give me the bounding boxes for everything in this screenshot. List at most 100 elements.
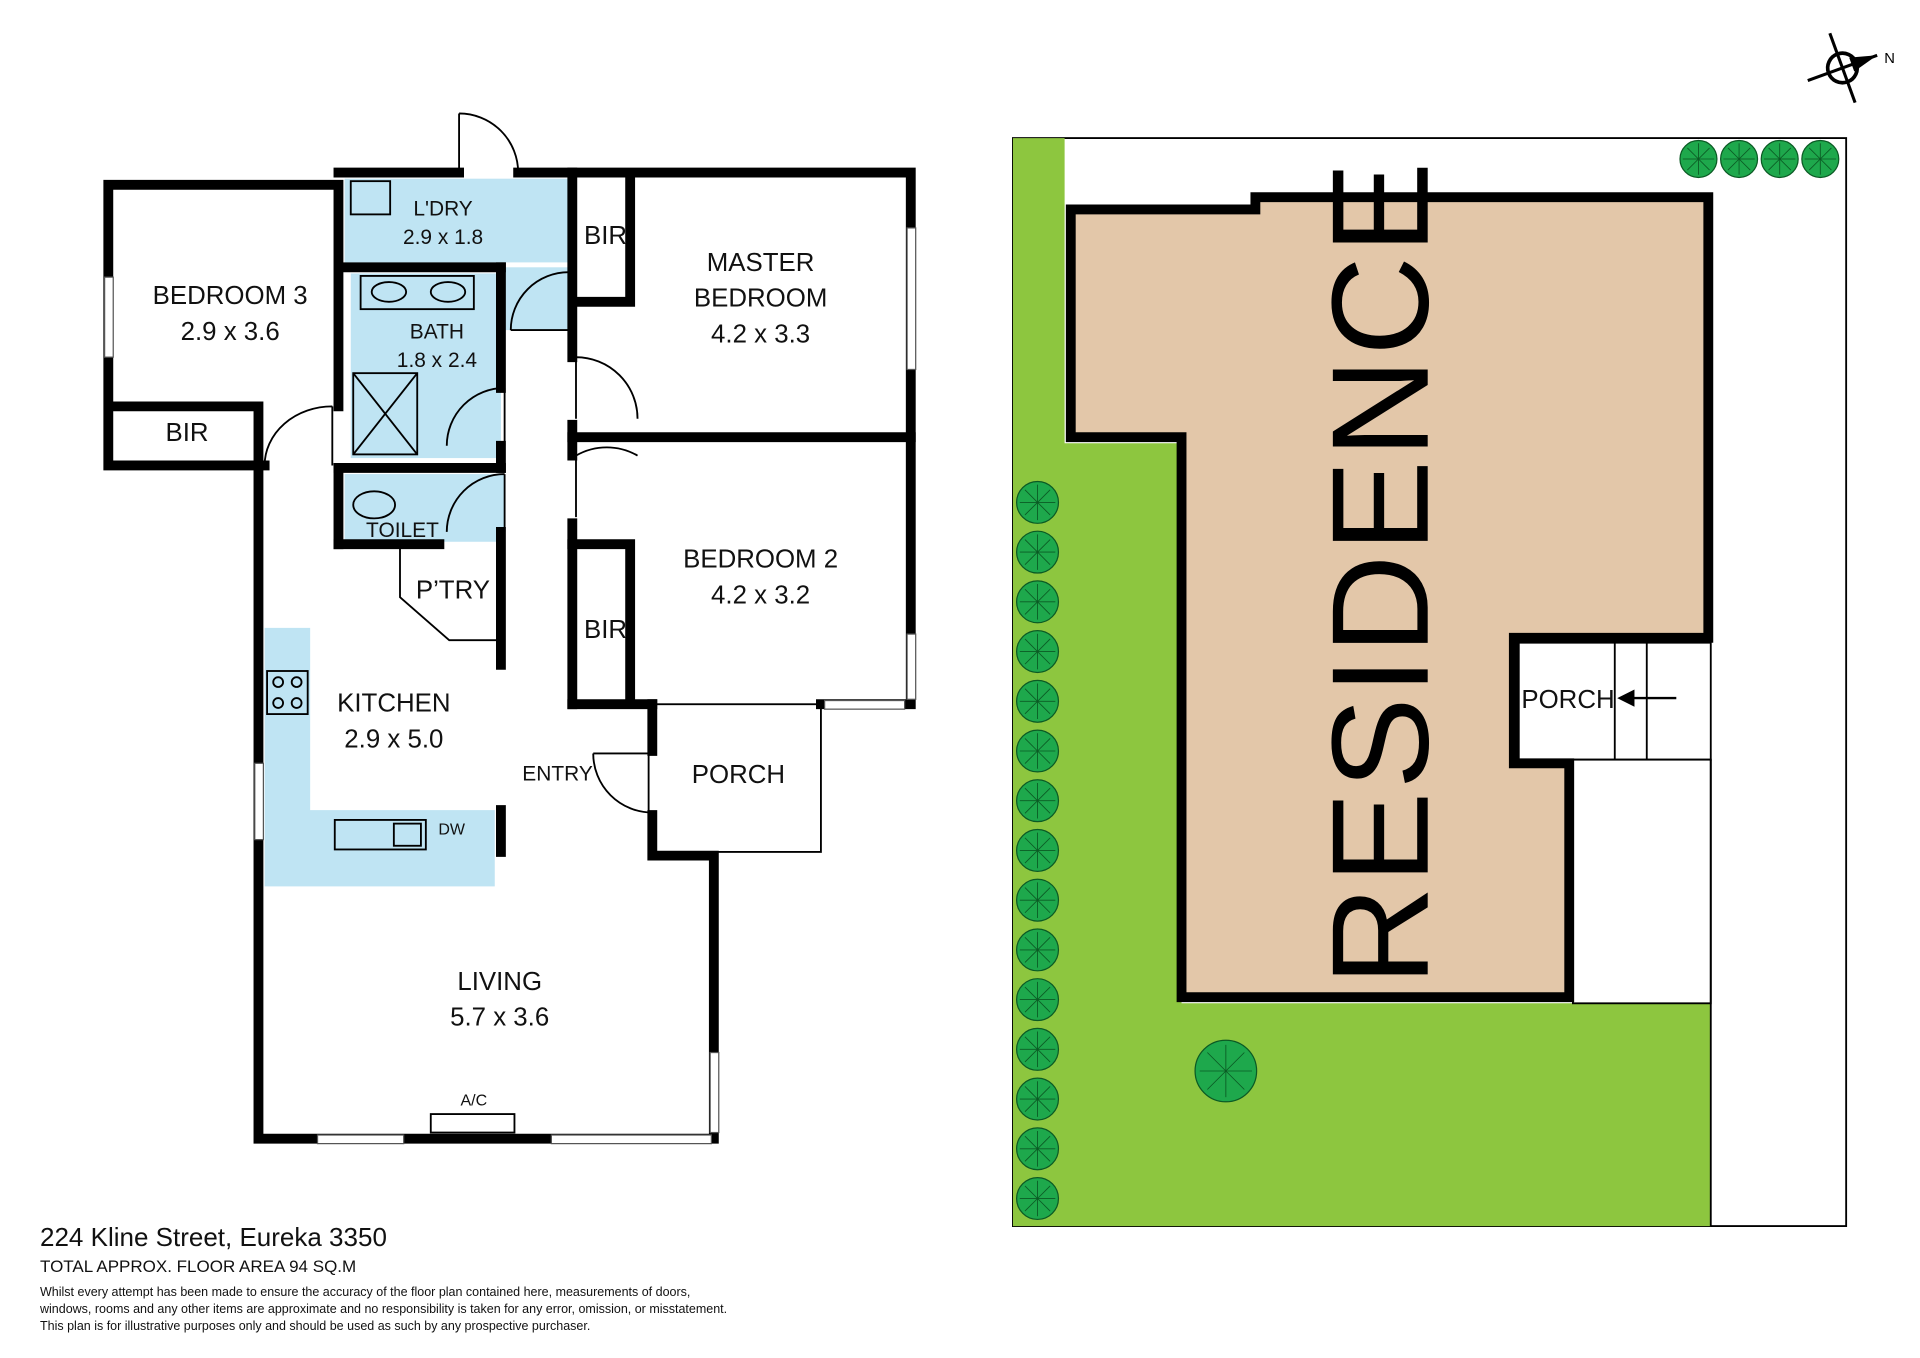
tree-branch [1024, 800, 1038, 814]
tree-branch [1779, 147, 1792, 160]
tree-branch [1037, 800, 1051, 814]
tree-branch [1024, 539, 1038, 553]
ac-label: A/C [461, 1092, 488, 1109]
room-size: 4.2 x 3.3 [711, 320, 810, 348]
tree-branch [1768, 147, 1780, 160]
site-porch-label: PORCH [1521, 686, 1614, 714]
tree-branch [1808, 147, 1821, 160]
tree-branch [1207, 1070, 1227, 1090]
vanity-basins-icon [359, 275, 475, 311]
tree-branch [1024, 1148, 1038, 1162]
room-label: BEDROOM 3 [153, 282, 308, 310]
tree-branch [1024, 937, 1038, 951]
tree-branch [1037, 986, 1051, 1000]
bir-label: BIR [166, 419, 209, 447]
room-size: 5.7 x 3.6 [450, 1003, 549, 1031]
tree-branch [1698, 158, 1710, 171]
tree-branch [1808, 158, 1821, 171]
tree-branch [1037, 899, 1051, 914]
toilet-icon [352, 490, 397, 520]
tree-branch [1738, 158, 1751, 171]
tree-branch [1037, 887, 1051, 901]
tree-branch [1024, 502, 1038, 516]
wet-areas [264, 178, 573, 887]
tree-branch [1024, 688, 1038, 702]
tree-branch [1037, 1049, 1051, 1063]
porch-label: PORCH [692, 761, 785, 789]
tree-branch [1687, 147, 1699, 160]
tree-branch [1024, 949, 1038, 963]
tree-branch [1037, 1198, 1051, 1212]
tree-branch [1727, 147, 1740, 160]
bir-label: BIR [584, 222, 627, 250]
room-size: 2.9 x 1.8 [403, 226, 483, 249]
dishwasher-label: DW [438, 822, 466, 839]
room-size: 2.9 x 5.0 [344, 725, 443, 753]
laundry-tub-icon [349, 180, 392, 216]
tree-branch [1037, 1185, 1051, 1199]
north-arrow-icon [1807, 32, 1878, 104]
tree-branch [1037, 588, 1051, 603]
site-plan: PORCH RESIDENCE N [1012, 32, 1895, 1227]
shower-icon [352, 372, 419, 456]
pantry-label: P’TRY [416, 576, 490, 604]
tree-branch [1820, 158, 1832, 171]
floor-area: TOTAL APPROX. FLOOR AREA 94 SQ.M [40, 1257, 357, 1276]
tree-branch [1037, 539, 1051, 553]
tree-branch [1037, 502, 1051, 516]
tree-branch [1037, 700, 1051, 715]
room-label: BEDROOM 2 [683, 546, 838, 574]
tree-branch [1207, 1052, 1227, 1072]
tree-branch [1225, 1070, 1245, 1090]
windows [104, 227, 917, 1145]
toilet-label: TOILET [366, 519, 439, 542]
tree-branch [1037, 489, 1051, 503]
room-label: BEDROOM [694, 285, 827, 313]
tree-branch [1024, 986, 1038, 1000]
tree-branch [1037, 787, 1051, 802]
tree-branch [1037, 688, 1051, 702]
tree-branch [1024, 899, 1038, 914]
tree-branch [1024, 887, 1038, 901]
pantry-shelf [399, 547, 499, 642]
tree-branch [1768, 158, 1780, 171]
disclaimer-line: This plan is for illustrative purposes o… [40, 1319, 591, 1333]
tree-branch [1738, 147, 1751, 160]
tree-branch [1024, 1185, 1038, 1199]
room-size: 4.2 x 3.2 [711, 581, 810, 609]
air-conditioner-icon [429, 1113, 516, 1134]
tree-branch [1037, 850, 1051, 864]
doors [263, 112, 822, 853]
residence-label: RESIDENCE [1304, 159, 1458, 985]
tree-branch [1037, 551, 1051, 565]
tree-branch [1037, 1086, 1051, 1100]
tree-branch [1225, 1052, 1245, 1072]
trees [1016, 139, 1840, 1221]
tree-branch [1687, 158, 1699, 171]
tree-branch [1037, 601, 1051, 615]
residence-footprint [1065, 192, 1714, 1003]
tree-branch [1024, 1198, 1038, 1212]
tree-branch [1820, 147, 1832, 160]
north-label: N [1884, 51, 1895, 67]
tree-branch [1024, 850, 1038, 864]
tree-branch [1037, 999, 1051, 1013]
tree-branch [1024, 1135, 1038, 1150]
entry-arrow-icon [1617, 689, 1677, 707]
tree-branch [1024, 1086, 1038, 1100]
room-size: 2.9 x 3.6 [181, 318, 280, 346]
tree-branch [1037, 1098, 1051, 1112]
tree-branch [1779, 158, 1792, 171]
tree-branch [1037, 651, 1051, 665]
room-label: MASTER [707, 249, 815, 277]
room-size: 1.8 x 2.4 [397, 349, 478, 372]
tree-branch [1024, 651, 1038, 665]
tree-branch [1024, 837, 1038, 851]
tree-branch [1037, 738, 1051, 752]
tree-branch [1024, 750, 1038, 764]
tree-branch [1698, 147, 1710, 160]
disclaimer-line: Whilst every attempt has been made to en… [40, 1285, 691, 1299]
bir-label: BIR [584, 616, 627, 644]
tree-branch [1037, 1135, 1051, 1150]
